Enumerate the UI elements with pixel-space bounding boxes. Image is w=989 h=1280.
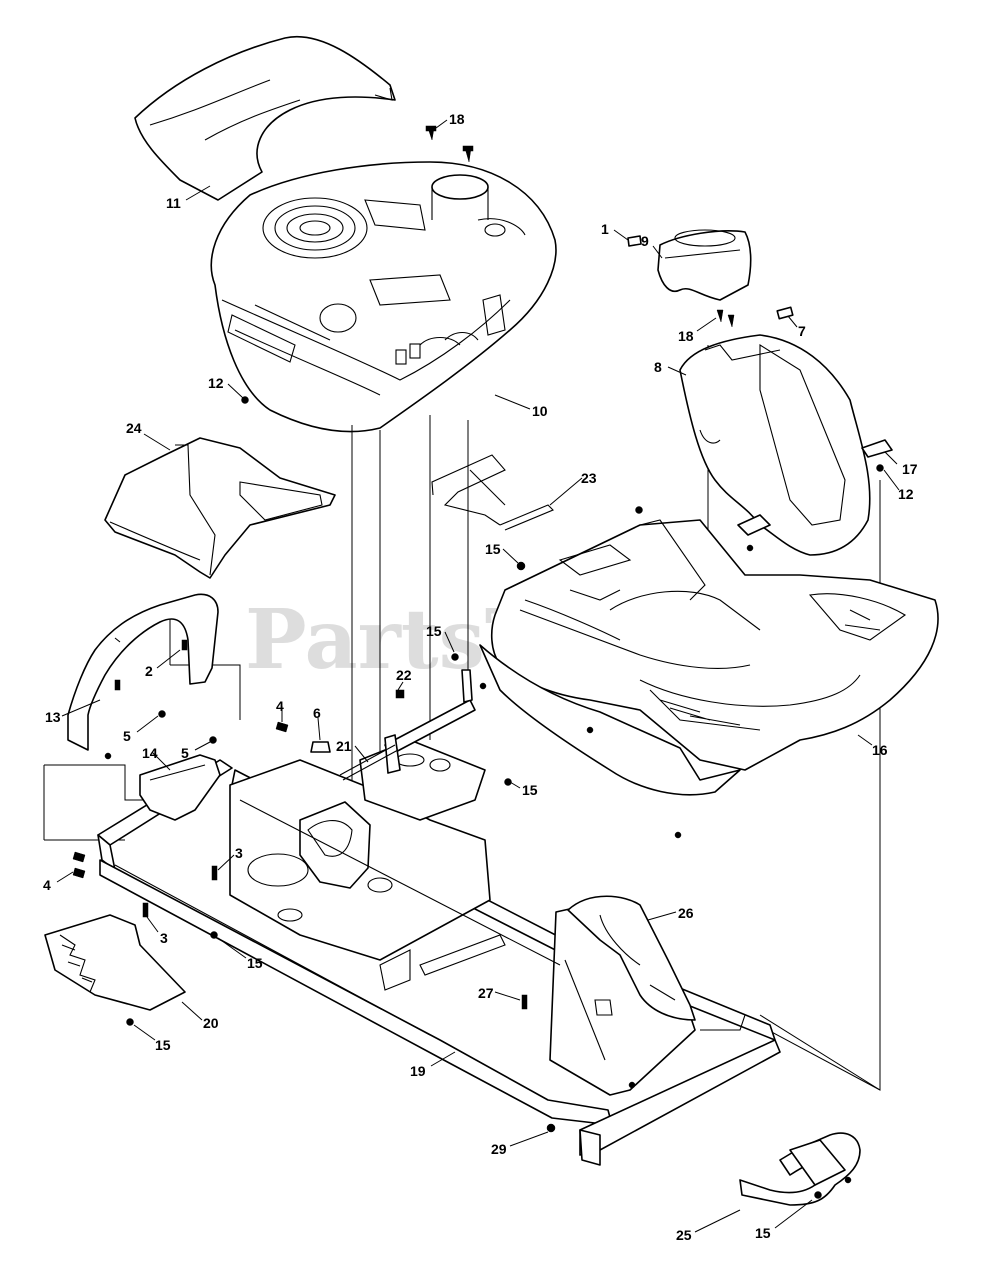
part-22-bracket[interactable] — [384, 669, 476, 774]
callout-5: 5 — [123, 728, 131, 744]
callout-15: 15 — [426, 623, 442, 639]
part-25-rear-bar[interactable] — [739, 1132, 861, 1206]
callout-4: 4 — [276, 698, 284, 714]
part-14-bracket[interactable] — [139, 754, 221, 821]
part-20-front-plate[interactable] — [44, 914, 186, 1011]
callout-11: 11 — [166, 195, 181, 211]
part-26-rear-tower-cover[interactable] — [567, 895, 696, 1021]
callout-27: 27 — [478, 985, 494, 1001]
callout-7: 7 — [798, 323, 806, 339]
part-24-tray[interactable] — [104, 437, 336, 579]
part-16-fender-pan[interactable] — [479, 519, 939, 796]
callout-24: 24 — [126, 420, 142, 436]
part-10-body-dash[interactable] — [210, 161, 557, 433]
callout-3: 3 — [160, 930, 168, 946]
callout-6: 6 — [313, 705, 321, 721]
callout-15: 15 — [485, 541, 501, 557]
callout-1: 1 — [601, 221, 609, 237]
callout-20: 20 — [203, 1015, 219, 1031]
callout-22: 22 — [396, 667, 412, 683]
callout-15: 15 — [522, 782, 538, 798]
callout-4: 4 — [43, 877, 51, 893]
callout-9: 9 — [641, 233, 649, 249]
callout-18: 18 — [449, 111, 465, 127]
callout-13: 13 — [45, 709, 61, 725]
callout-17: 17 — [902, 461, 918, 477]
callout-26: 26 — [678, 905, 694, 921]
part-1-knob[interactable] — [627, 235, 642, 247]
part-9-console-cover[interactable] — [657, 229, 752, 301]
callout-19: 19 — [410, 1063, 426, 1079]
callout-leader-lines — [56, 119, 900, 1233]
callout-21: 21 — [336, 738, 352, 754]
part-7-clip[interactable] — [776, 306, 794, 320]
part-8-column-housing[interactable] — [679, 334, 871, 556]
callout-23: 23 — [581, 470, 597, 486]
callout-15: 15 — [755, 1225, 771, 1241]
callout-2: 2 — [145, 663, 153, 679]
callout-12: 12 — [898, 486, 914, 502]
callout-16: 16 — [872, 742, 888, 758]
callout-5: 5 — [181, 745, 189, 761]
callout-10: 10 — [532, 403, 548, 419]
callout-15: 15 — [155, 1037, 171, 1053]
callout-18: 18 — [678, 328, 694, 344]
part-23-rod[interactable] — [431, 454, 554, 531]
part-17-cap[interactable] — [861, 439, 893, 458]
callout-29: 29 — [491, 1141, 507, 1157]
callout-3: 3 — [235, 845, 243, 861]
callout-labels: 11 18 1 9 7 18 8 12 10 24 23 17 12 15 2 … — [43, 111, 918, 1243]
part-13-handle-bar[interactable] — [67, 593, 219, 751]
part-21-rod[interactable] — [339, 744, 399, 781]
callout-25: 25 — [676, 1227, 692, 1243]
callout-12: 12 — [208, 375, 224, 391]
callout-14: 14 — [142, 745, 158, 761]
callout-8: 8 — [654, 359, 662, 375]
part-11-hood-cover[interactable] — [134, 35, 396, 201]
hardware-items — [72, 125, 884, 1199]
callout-15: 15 — [247, 955, 263, 971]
